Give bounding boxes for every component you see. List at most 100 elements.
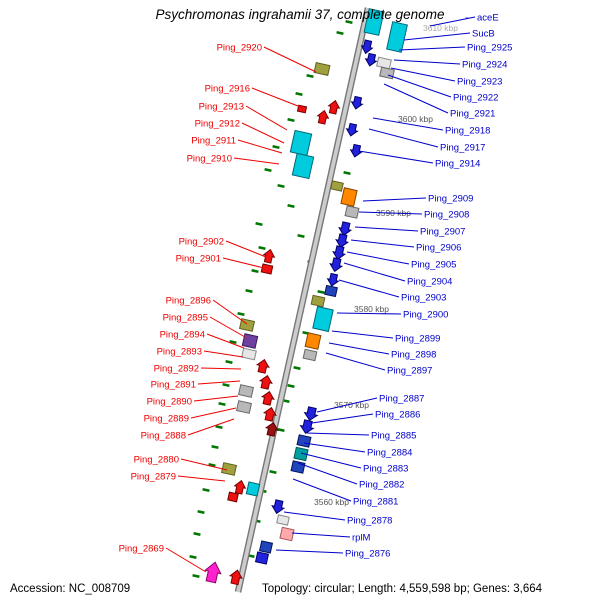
feature-label[interactable]: Ping_2914	[435, 159, 480, 170]
feature-label[interactable]: Ping_2882	[359, 480, 404, 491]
feature-label[interactable]: Ping_2891	[151, 380, 196, 391]
feature-label[interactable]: Ping_2922	[453, 93, 498, 104]
feature-label[interactable]: Ping_2884	[367, 448, 412, 459]
feature-label[interactable]: Ping_2921	[450, 109, 495, 120]
gene-glyph[interactable]	[235, 400, 253, 414]
feature-label[interactable]: Ping_2924	[462, 60, 507, 71]
feature-label[interactable]: Ping_2890	[147, 397, 192, 408]
feature-label[interactable]: Ping_2906	[416, 243, 461, 254]
gene-glyph[interactable]	[340, 187, 358, 207]
feature-label[interactable]: Ping_2905	[411, 260, 456, 271]
gene-glyph[interactable]	[327, 99, 341, 115]
feature-label[interactable]: Ping_2896	[166, 296, 211, 307]
feature-label[interactable]: Ping_2889	[144, 414, 189, 425]
feature-label[interactable]: Ping_2887	[379, 394, 424, 405]
feature-label[interactable]: Ping_2904	[407, 277, 452, 288]
feature-label[interactable]: Ping_2917	[440, 143, 485, 154]
gene-glyph[interactable]	[271, 499, 286, 515]
gene-glyph[interactable]	[310, 294, 326, 308]
feature-label[interactable]: Ping_2910	[187, 154, 232, 165]
feature-label[interactable]: Ping_2886	[375, 410, 420, 421]
gene-glyph[interactable]	[203, 561, 223, 584]
gene-glyph[interactable]	[258, 374, 274, 390]
feature-label[interactable]: Ping_2913	[199, 102, 244, 113]
feature-label[interactable]: Ping_2907	[420, 227, 465, 238]
gene-glyph[interactable]	[276, 514, 290, 526]
feature-label[interactable]: rplM	[352, 533, 371, 544]
gene-glyph[interactable]	[289, 129, 313, 157]
feature-label[interactable]: Ping_2923	[457, 77, 502, 88]
gene-glyph[interactable]	[332, 245, 347, 261]
feature-label[interactable]: Ping_2894	[160, 330, 205, 341]
gene-glyph[interactable]	[220, 462, 238, 476]
feature-label[interactable]: Ping_2869	[119, 544, 164, 555]
gene-glyph[interactable]	[338, 221, 353, 237]
gene-glyph[interactable]	[364, 52, 378, 67]
gene-glyph[interactable]	[312, 305, 334, 333]
feature-label[interactable]: aceE	[477, 13, 499, 24]
gene-glyph[interactable]	[324, 284, 338, 298]
gene-glyph[interactable]	[290, 460, 306, 474]
gene-glyph[interactable]	[303, 406, 319, 422]
gene-glyph[interactable]	[350, 95, 364, 110]
gene-glyph[interactable]	[360, 39, 374, 55]
gene-glyph[interactable]	[349, 143, 363, 158]
feature-label[interactable]: Ping_2911	[191, 136, 236, 147]
gene-glyph[interactable]	[313, 62, 331, 76]
feature-label[interactable]: Ping_2916	[205, 84, 250, 95]
gene-glyph[interactable]	[335, 233, 350, 249]
gene-glyph[interactable]	[326, 272, 340, 287]
feature-label[interactable]: Ping_2888	[141, 431, 186, 442]
gene-glyph[interactable]	[302, 348, 318, 362]
feature-label[interactable]: Ping_2878	[347, 516, 392, 527]
feature-label[interactable]: Ping_2920	[217, 43, 262, 54]
feature-label[interactable]: Ping_2903	[401, 293, 446, 304]
gene-glyph[interactable]	[227, 491, 239, 503]
feature-label[interactable]: Ping_2897	[387, 366, 432, 377]
feature-label[interactable]: Ping_2876	[345, 549, 390, 560]
gene-glyph[interactable]	[262, 406, 278, 422]
gene-glyph[interactable]	[233, 479, 247, 495]
gene-glyph[interactable]	[344, 205, 360, 219]
gene-glyph[interactable]	[254, 551, 270, 565]
gene-glyph[interactable]	[330, 180, 344, 192]
feature-label[interactable]: Ping_2925	[467, 43, 512, 54]
gene-glyph[interactable]	[293, 446, 309, 462]
gene-glyph[interactable]	[316, 109, 330, 125]
gene-glyph[interactable]	[345, 122, 359, 137]
feature-label[interactable]: Ping_2885	[371, 431, 416, 442]
gene-glyph[interactable]	[304, 332, 322, 350]
gene-glyph[interactable]	[296, 434, 312, 448]
feature-label[interactable]: Ping_2901	[176, 254, 221, 265]
feature-label[interactable]: Ping_2900	[403, 310, 448, 321]
gene-glyph[interactable]	[299, 419, 315, 435]
feature-label[interactable]: Ping_2918	[445, 126, 490, 137]
gene-glyph[interactable]	[245, 481, 261, 497]
gene-glyph[interactable]	[264, 421, 280, 437]
feature-label[interactable]: Ping_2880	[134, 455, 179, 466]
feature-label[interactable]: Ping_2892	[154, 364, 199, 375]
gene-glyph[interactable]	[379, 66, 395, 80]
gene-glyph[interactable]	[237, 384, 255, 398]
feature-label[interactable]: Ping_2902	[179, 237, 224, 248]
feature-label[interactable]: Ping_2908	[424, 210, 469, 221]
feature-label[interactable]: Ping_2883	[363, 464, 408, 475]
feature-label[interactable]: Ping_2898	[391, 350, 436, 361]
gene-glyph[interactable]	[260, 390, 276, 406]
gene-glyph[interactable]	[291, 152, 315, 180]
gene-glyph[interactable]	[262, 248, 276, 264]
gene-glyph[interactable]	[241, 333, 259, 349]
gene-glyph[interactable]	[363, 8, 385, 36]
feature-label[interactable]: Ping_2893	[157, 347, 202, 358]
gene-glyph[interactable]	[279, 526, 295, 542]
feature-label[interactable]: Ping_2899	[395, 334, 440, 345]
gene-glyph[interactable]	[228, 569, 244, 586]
feature-label[interactable]: Ping_2881	[353, 497, 398, 508]
feature-label[interactable]: Ping_2912	[195, 119, 240, 130]
feature-label[interactable]: Ping_2895	[163, 313, 208, 324]
gene-glyph[interactable]	[376, 56, 392, 70]
feature-label[interactable]: SucB	[472, 29, 495, 40]
feature-label[interactable]: Ping_2879	[131, 472, 176, 483]
gene-glyph[interactable]	[329, 257, 344, 273]
gene-glyph[interactable]	[260, 263, 274, 275]
